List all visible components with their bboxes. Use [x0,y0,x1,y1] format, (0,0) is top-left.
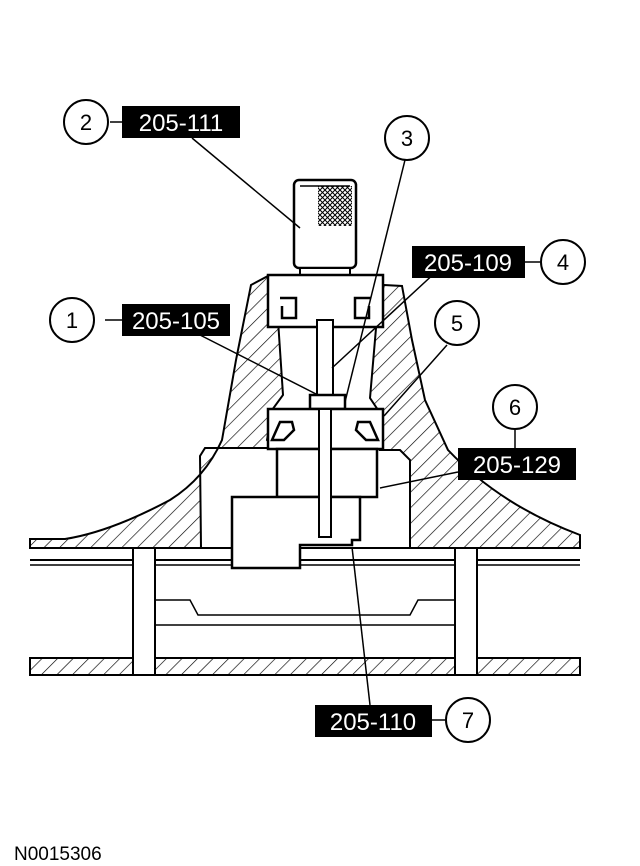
part-number-label: 205-110 [330,709,416,736]
callout-5: 5 [434,300,480,346]
callout-circle [49,297,95,343]
callout-circle [63,99,109,145]
part-number-label: 205-111 [139,110,224,137]
part-label-box [412,246,525,278]
part-label-box [122,304,230,336]
callout-number: 3 [401,126,413,151]
housing-section [29,274,581,549]
part-number-label: 205-109 [424,250,512,277]
shaft-205-109 [316,319,334,396]
callout-2: 2 205-111 [63,99,240,145]
callout-7: 205-110 7 [315,697,491,743]
callout-number: 6 [509,395,521,420]
callout-4: 205-109 4 [412,239,586,285]
callout-circle [434,300,480,346]
callout-circle [384,115,430,161]
callout-circle [492,384,538,430]
callout-6: 6 205-129 [458,384,576,480]
leader-lines [105,121,540,721]
callout-number: 2 [80,110,92,135]
callout-number: 5 [451,311,463,336]
callout-circle [445,697,491,743]
part-label-box [458,448,576,480]
part-number-label: 205-129 [473,452,561,479]
callout-1: 1 205-105 [49,297,230,343]
callout-number: 1 [66,308,78,333]
base-plate [29,547,581,676]
part-number-label: 205-105 [132,308,220,335]
callout-number: 4 [557,250,569,275]
callout-3: 3 [384,115,430,161]
part-label-box [122,106,240,138]
figure-id: N0015306 [14,844,102,865]
part-label-box [315,705,432,737]
callout-number: 7 [462,708,474,733]
center-rod [318,408,332,538]
base-tool-205-110 [230,495,362,570]
callout-circle [540,239,586,285]
knurled-grip [318,186,352,226]
tool-assembly [230,178,385,570]
collar-205-105 [308,393,347,411]
